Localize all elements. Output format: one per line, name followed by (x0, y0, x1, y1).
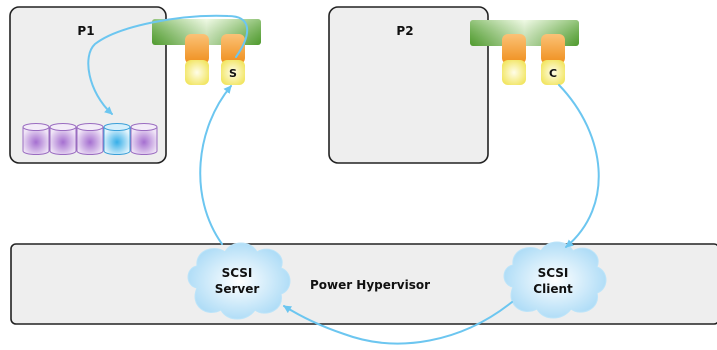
disk-blue (103, 123, 131, 155)
disk-purple (22, 123, 50, 155)
p2-virtual-adapters: C (470, 20, 579, 85)
scsi-client-cloud-shape (503, 241, 607, 319)
arrow-c-adapter-to-client (558, 84, 600, 248)
disk-group (22, 123, 158, 155)
hypervisor-bar: Power Hypervisor (10, 243, 717, 325)
p1-adapter-left-top (185, 34, 209, 64)
scsi-server-line2: Server (215, 282, 260, 296)
partition-p2-label: P2 (396, 24, 413, 38)
hypervisor-label: Power Hypervisor (310, 278, 430, 292)
partition-p2: P2 (328, 6, 489, 164)
scsi-client-cloud: SCSI Client (503, 241, 607, 319)
scsi-server-line1: SCSI (222, 266, 253, 280)
p2-adapter-c-label: C (549, 67, 557, 80)
scsi-server-cloud: SCSI Server (187, 242, 291, 320)
p2-adapter-left-bottom (502, 60, 526, 85)
p2-adapter-left-top (502, 34, 526, 64)
scsi-server-cloud-shape (187, 242, 291, 320)
arrow-client-to-server (283, 301, 513, 345)
partition-p2-box (328, 6, 489, 164)
arrow-adapter-to-disk (87, 14, 249, 115)
data-flow-arrows (87, 14, 600, 345)
disk-purple (76, 123, 104, 155)
p1-adapter-s-top (221, 34, 245, 64)
p2-adapter-c-bottom (541, 60, 565, 85)
partition-p1: P1 (9, 6, 167, 164)
scsi-client-line2: Client (533, 282, 573, 296)
p2-adapter-c-top (541, 34, 565, 64)
disk-purple (49, 123, 77, 155)
p1-adapter-s-label: S (229, 67, 237, 80)
p1-virtual-adapters: S (152, 19, 261, 85)
p1-adapter-s-bottom (221, 60, 245, 85)
disk-purple (130, 123, 158, 155)
partition-p1-label: P1 (77, 24, 94, 38)
partition-p1-box (9, 6, 167, 164)
scsi-client-line1: SCSI (538, 266, 569, 280)
p1-adapter-left-bottom (185, 60, 209, 85)
arrow-server-to-s-adapter (199, 85, 232, 245)
